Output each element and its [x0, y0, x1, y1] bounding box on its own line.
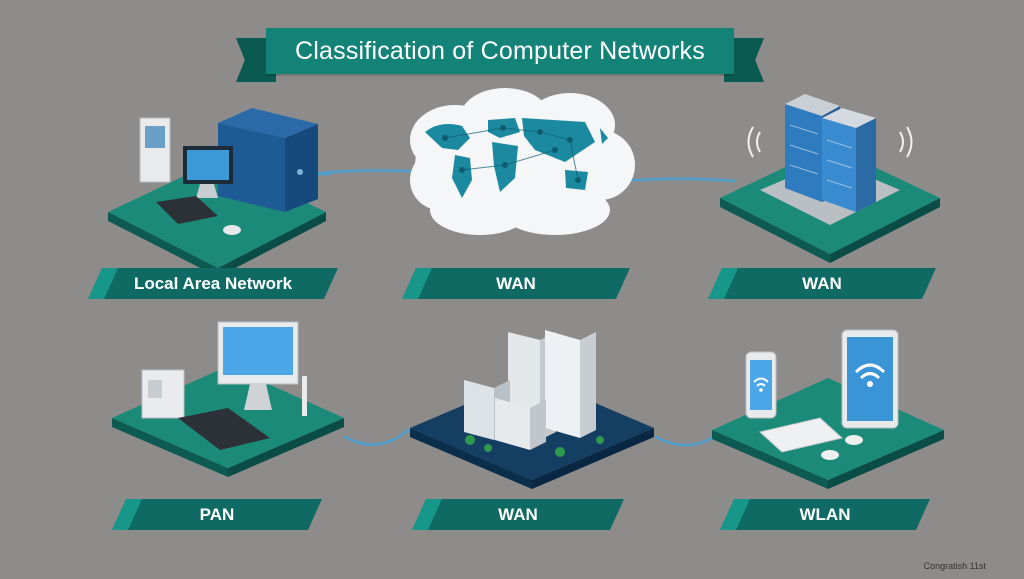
lan-mouse — [223, 225, 241, 235]
office-tower2-front — [822, 118, 856, 212]
label-text: WLAN — [799, 504, 851, 524]
label-text: WAN — [498, 504, 538, 524]
footer-note: Congratish 11st — [923, 561, 986, 571]
label-text: PAN — [199, 504, 235, 524]
wan-cloud-illustration — [410, 88, 635, 235]
lan-keyboard — [156, 196, 218, 224]
server-tower-side — [285, 124, 318, 212]
ribbon-main: Classification of Computer Networks — [266, 28, 734, 74]
label-text: Local Area Network — [133, 273, 293, 293]
wlan-mouse-1 — [845, 435, 863, 445]
label-text: WAN — [802, 273, 842, 293]
office-platform-side — [720, 198, 830, 263]
wlan-keyboard — [758, 417, 844, 453]
pan-stylus — [302, 376, 307, 416]
office-wifi-right-icon — [899, 126, 913, 158]
city-tower4 — [495, 398, 530, 450]
city-trees — [465, 435, 604, 457]
tablet-wifi-dot — [867, 381, 873, 387]
office-tower-front — [785, 104, 822, 202]
office-tower2-side — [856, 118, 876, 212]
diagram-title: Classification of Computer Networks — [295, 36, 705, 65]
lan-platform-side — [108, 212, 218, 277]
label-lan: Local Area Network — [88, 268, 338, 299]
pan-monitor-screen — [223, 327, 293, 375]
pan-monitor-stand — [244, 384, 272, 410]
lan-platform-side-r — [218, 212, 326, 277]
wan-office-illustration — [720, 94, 940, 263]
pan-keyboard — [178, 408, 270, 450]
label-wan-top: WAN — [402, 268, 630, 299]
monitor-stand — [196, 184, 218, 198]
pan-illustration — [112, 321, 344, 477]
office-platform-side-r — [830, 198, 940, 263]
tablet-wifi-icon — [854, 363, 886, 380]
wan-city-illustration — [410, 330, 654, 489]
wlan-platform-side-r — [828, 430, 944, 489]
city-platform-side — [410, 428, 532, 489]
city-tower3 — [464, 380, 494, 440]
pan-platform-side — [112, 418, 228, 477]
wlan-tablet-screen — [847, 337, 893, 421]
pan-printer-panel — [148, 380, 162, 398]
map-links — [444, 127, 579, 181]
wlan-illustration — [712, 329, 944, 489]
server-tower-front — [218, 123, 285, 212]
office-tower-roof — [785, 94, 840, 116]
cable-pan-city — [343, 428, 410, 446]
office-wifi-left-icon — [747, 126, 761, 158]
wlan-platform-side — [712, 430, 828, 489]
label-wlan: WLAN — [720, 499, 930, 530]
cloud-shape — [410, 88, 635, 235]
cable-city-wlan — [654, 431, 722, 447]
office-tower2-roof — [822, 108, 876, 128]
rack-screen — [145, 126, 165, 148]
lan-monitor-screen — [187, 150, 229, 180]
title-banner: Classification of Computer Networks — [236, 24, 764, 82]
pan-platform-side-r — [228, 418, 344, 477]
label-pan: PAN — [112, 499, 322, 530]
wlan-mouse-2 — [821, 450, 839, 460]
city-platform-side-r — [532, 428, 654, 489]
phone-wifi-icon — [753, 377, 769, 387]
server-tower-top — [218, 108, 318, 138]
label-wan-bottom: WAN — [412, 499, 624, 530]
city-tower2 — [545, 330, 580, 438]
label-text: WAN — [496, 273, 536, 293]
city-tower2-side — [580, 332, 596, 438]
city-tower4-side — [530, 400, 546, 450]
lan-illustration — [108, 108, 326, 277]
phone-wifi-dot — [759, 388, 763, 392]
tower-power-icon — [297, 169, 303, 175]
office-windows — [789, 124, 853, 189]
label-wan-right: WAN — [708, 268, 936, 299]
